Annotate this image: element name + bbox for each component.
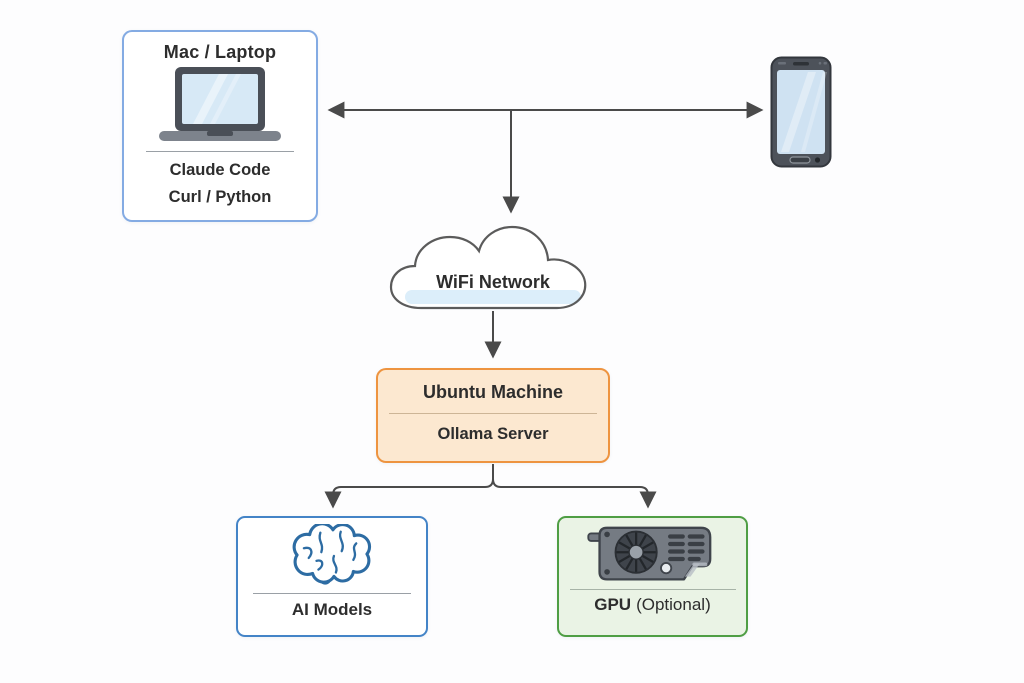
cloud-icon	[389, 225, 587, 310]
ai-models-label: AI Models	[291, 600, 373, 619]
wifi-cloud-node: WiFi Network	[385, 224, 601, 312]
mac-laptop-divider	[146, 151, 294, 152]
wifi-network-label: WiFi Network	[436, 272, 550, 292]
phone-node	[770, 56, 832, 168]
ai-models-divider	[253, 593, 411, 594]
mac-laptop-line1: Claude Code	[169, 161, 271, 179]
laptop-icon	[159, 67, 281, 141]
mac-laptop-line2: Curl / Python	[168, 188, 272, 206]
ollama-server-label: Ollama Server	[437, 425, 549, 443]
smartphone-icon	[770, 56, 832, 168]
brain-icon	[292, 524, 372, 585]
gpu-label: GPU(Optional)	[559, 595, 746, 615]
ai-models-node: AI Models	[236, 516, 428, 637]
mac-laptop-title: Mac / Laptop	[163, 42, 277, 62]
gpu-label-main: GPU	[594, 595, 632, 614]
gpu-node: GPU(Optional)	[557, 516, 748, 637]
mac-laptop-node: Mac / Laptop Claude Code Curl / Python	[122, 30, 318, 222]
gpu-divider	[569, 589, 736, 590]
gpu-icon	[586, 526, 711, 581]
ubuntu-divider	[389, 413, 597, 414]
gpu-label-optional: (Optional)	[636, 595, 711, 614]
ubuntu-to-gpu-arrow	[492, 478, 657, 509]
ubuntu-machine-node: Ubuntu Machine Ollama Server	[376, 368, 610, 463]
ubuntu-to-ai-models-arrow	[324, 464, 494, 509]
ubuntu-machine-title: Ubuntu Machine	[423, 382, 563, 402]
